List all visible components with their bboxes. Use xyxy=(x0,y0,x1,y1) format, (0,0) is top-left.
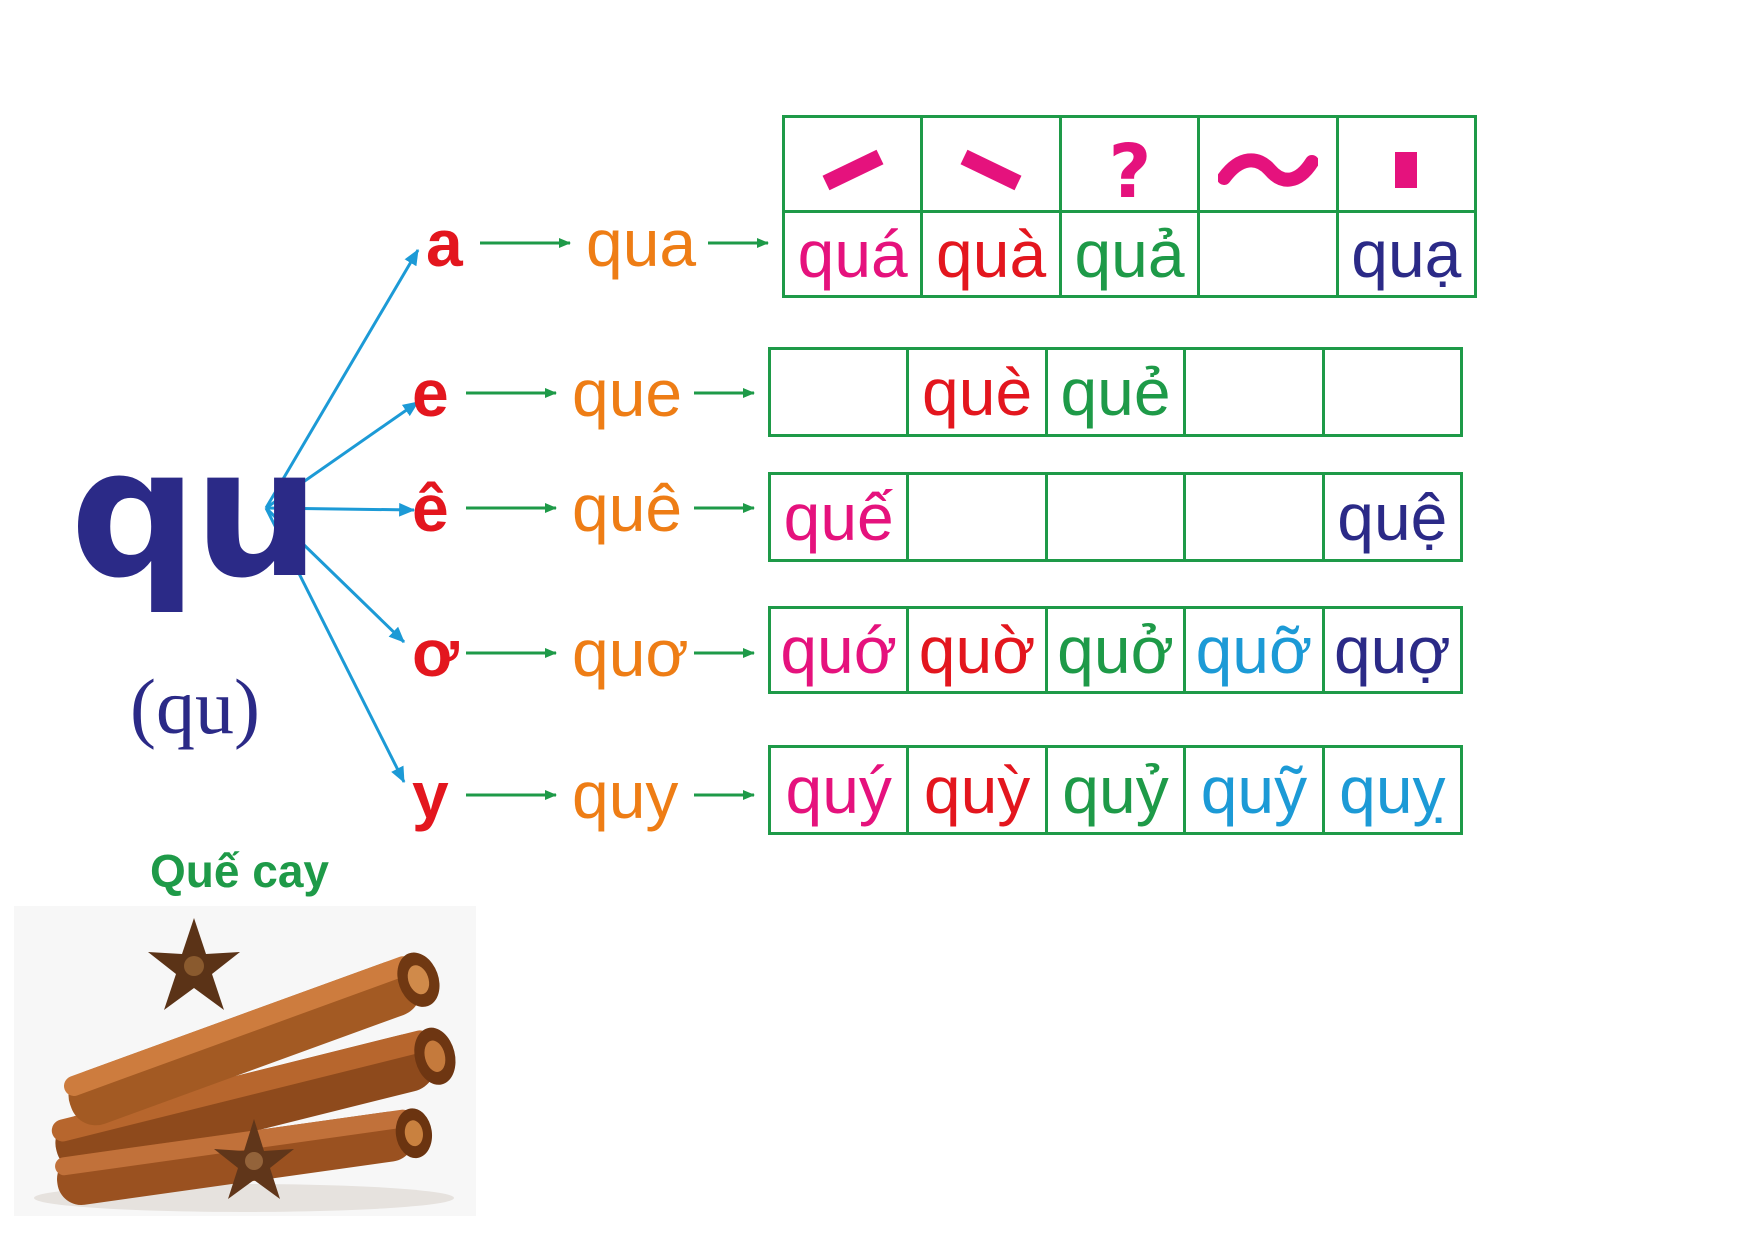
tone-cell: quạ xyxy=(1335,213,1474,295)
tone-cell xyxy=(1321,350,1460,434)
tone-cell: quỹ xyxy=(1183,748,1321,832)
tone-cell: quá xyxy=(797,217,908,291)
tone-huyen-icon xyxy=(920,118,1058,222)
syllable-2: quê xyxy=(572,471,683,545)
branch-arrow-3 xyxy=(264,506,406,644)
vowel-0: a xyxy=(426,206,463,280)
tone-cell: quợ xyxy=(1321,609,1460,691)
tone-grid-row-2: quế quệ xyxy=(768,472,1463,562)
tone-cell: quệ xyxy=(1321,475,1460,559)
tone-cell xyxy=(1044,475,1183,559)
tone-cell: quớ xyxy=(780,613,898,687)
svg-text:?: ? xyxy=(1108,135,1151,205)
syllable-0: qua xyxy=(586,206,697,280)
vowel-4: y xyxy=(412,758,449,832)
root-qu-transcription: (qu) xyxy=(130,663,260,750)
vowel-1: e xyxy=(412,356,449,430)
syllable-4: quy xyxy=(572,758,679,832)
tone-cell: quỳ xyxy=(906,748,1044,832)
tone-cell xyxy=(1197,213,1335,295)
cinnamon-star-anise-image xyxy=(14,906,476,1216)
tone-sac-icon xyxy=(785,118,920,222)
tone-cell: què xyxy=(906,350,1044,434)
vowel-3: ơ xyxy=(412,616,459,690)
tone-cell: quẻ xyxy=(1044,350,1183,434)
tone-cell: quỷ xyxy=(1044,748,1183,832)
tone-nga-icon xyxy=(1197,118,1335,222)
branch-arrow-1 xyxy=(265,400,419,510)
branch-arrow-0 xyxy=(264,249,420,509)
syllable-3: quơ xyxy=(572,616,689,690)
branch-arrow-2 xyxy=(265,502,416,517)
tone-nang-icon xyxy=(1335,118,1474,222)
tone-cell: quỵ xyxy=(1321,748,1460,832)
tone-cell xyxy=(1183,475,1321,559)
tone-cell: quả xyxy=(1058,213,1197,295)
tone-hoi-icon: ? xyxy=(1058,118,1197,222)
tone-cell xyxy=(906,475,1044,559)
branch-arrow-4 xyxy=(264,507,406,784)
tone-cell: quế xyxy=(783,480,894,554)
cinnamon-caption: Quế cay xyxy=(150,845,329,897)
tone-cell: quý xyxy=(785,753,892,827)
tone-cell xyxy=(771,350,906,434)
vowel-2: ê xyxy=(412,471,449,545)
root-qu: qu xyxy=(70,410,320,617)
tone-cell: quờ xyxy=(906,609,1044,691)
tone-cell: quở xyxy=(1044,609,1183,691)
syllable-1: que xyxy=(572,356,683,430)
tone-mark-header: ? xyxy=(782,115,1477,222)
tone-cell: quỡ xyxy=(1183,609,1321,691)
tone-cell: quà xyxy=(920,213,1058,295)
tone-cell xyxy=(1183,350,1321,434)
